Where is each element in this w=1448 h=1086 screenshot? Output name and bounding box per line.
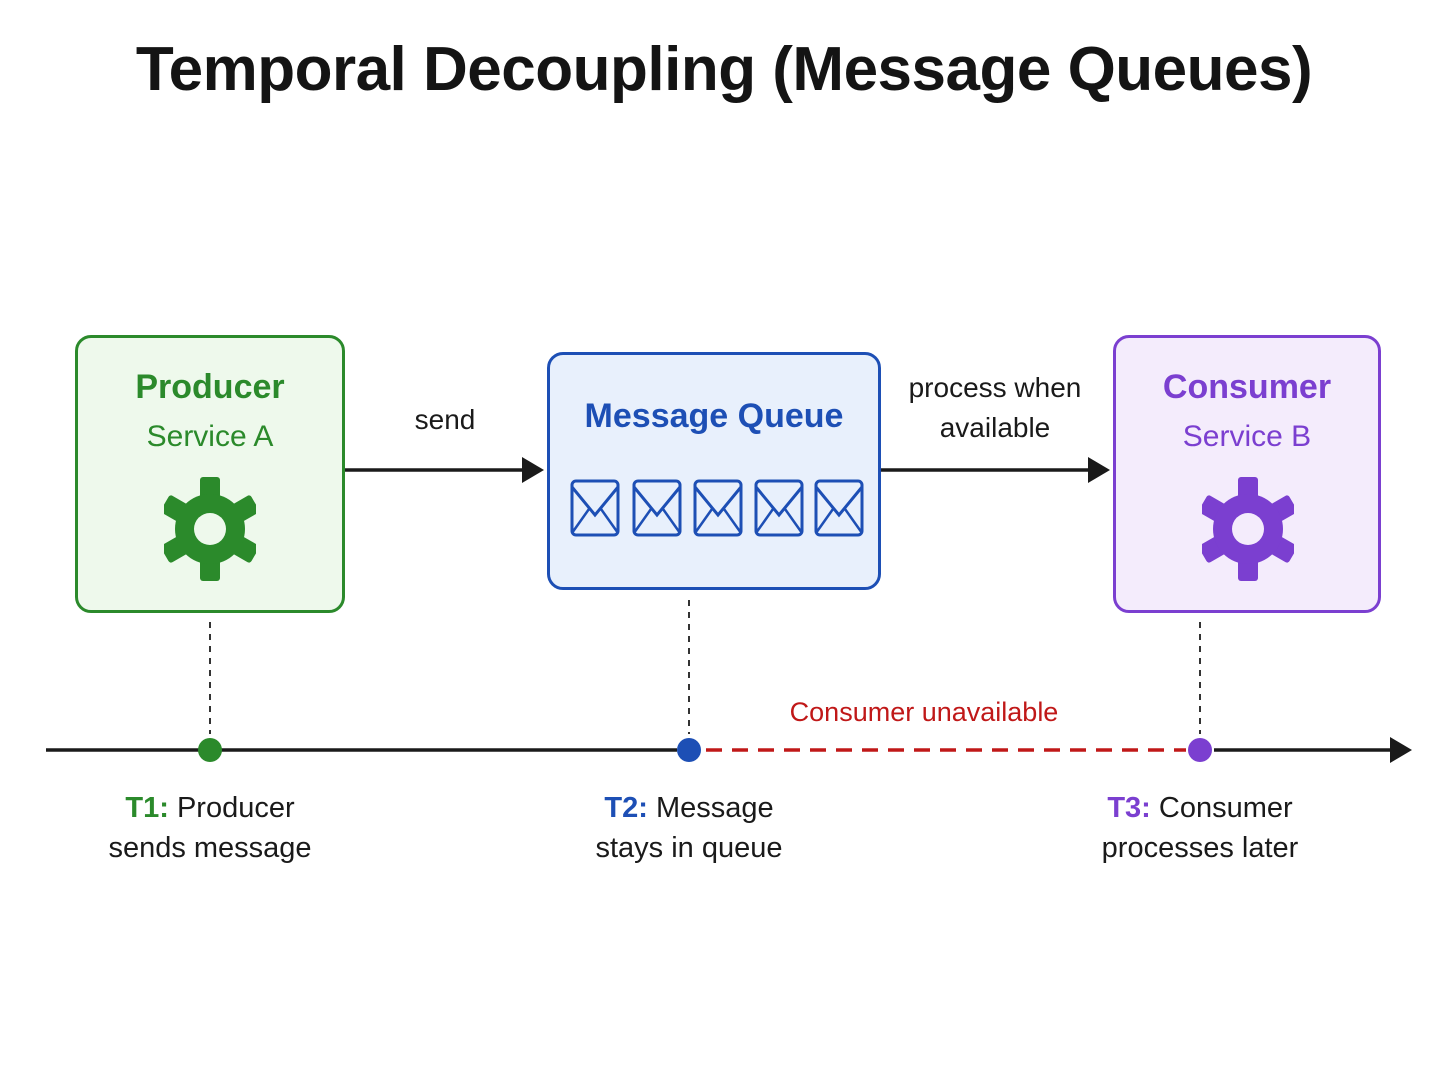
producer-subtitle: Service A xyxy=(146,420,274,453)
diagram-title: Temporal Decoupling (Message Queues) xyxy=(135,35,1313,104)
timeline-arrowhead xyxy=(1390,737,1412,763)
t2-marker xyxy=(677,738,701,762)
process-arrow xyxy=(881,457,1110,483)
t1-line2: sends message xyxy=(108,832,312,864)
consumer-box: Consumer Service B xyxy=(1113,335,1381,613)
t1-key: T1: xyxy=(125,792,169,824)
t2-key: T2: xyxy=(604,792,648,824)
t2-line2: stays in queue xyxy=(595,832,783,864)
process-label-line1: process when xyxy=(908,372,1082,403)
gear-icon xyxy=(1202,477,1294,581)
message-queue-box: Message Queue xyxy=(547,352,881,590)
queue-messages xyxy=(570,479,864,537)
envelope-icon xyxy=(570,479,620,537)
consumer-title: Consumer xyxy=(1162,368,1332,406)
producer-title: Producer xyxy=(135,368,285,406)
envelope-icon xyxy=(814,479,864,537)
process-label-line2: available xyxy=(939,412,1051,443)
consumer-subtitle: Service B xyxy=(1182,420,1312,453)
t3-label: T3: Consumer processes later xyxy=(1040,788,1360,868)
send-label: send xyxy=(414,404,476,435)
send-arrow xyxy=(345,457,544,483)
consumer-unavailable-label: Consumer unavailable xyxy=(789,697,1059,727)
gear-icon xyxy=(164,477,256,581)
t2-label: T2: Message stays in queue xyxy=(529,788,849,868)
t2-line1: Message xyxy=(655,792,774,824)
envelope-icon xyxy=(632,479,682,537)
queue-title: Message Queue xyxy=(584,397,844,435)
t3-key: T3: xyxy=(1107,792,1151,824)
t1-label: T1: Producer sends message xyxy=(50,788,370,868)
t3-line2: processes later xyxy=(1101,832,1299,864)
t1-marker xyxy=(198,738,222,762)
envelope-icon xyxy=(754,479,804,537)
t3-marker xyxy=(1188,738,1212,762)
process-label: process when available xyxy=(895,368,1095,448)
producer-box: Producer Service A xyxy=(75,335,345,613)
t3-line1: Consumer xyxy=(1158,792,1293,824)
envelope-icon xyxy=(693,479,743,537)
t1-line1: Producer xyxy=(176,792,295,824)
